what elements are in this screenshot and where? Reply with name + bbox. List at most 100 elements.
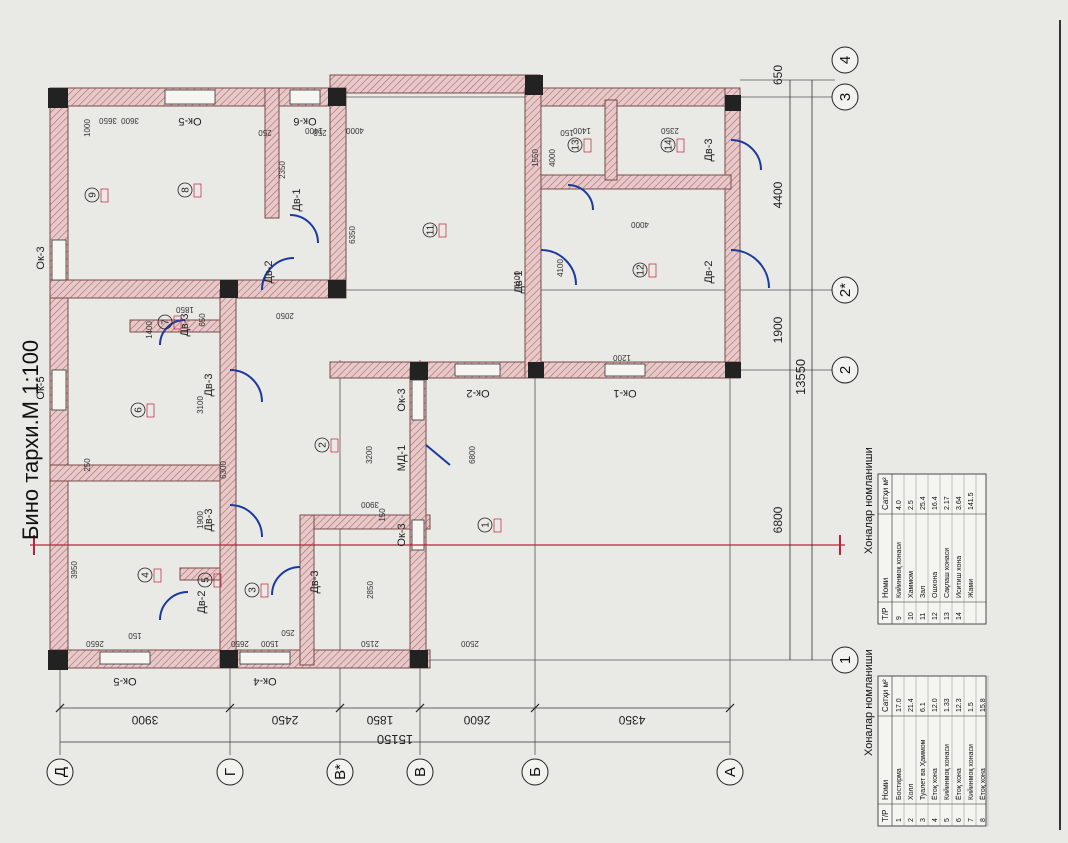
door-label-1: Дв-3 xyxy=(309,570,321,593)
table-cell: 16.4 xyxy=(932,496,939,510)
room-marker-6: 6 xyxy=(130,402,155,418)
inner-dim-33: 150 xyxy=(378,508,387,522)
table-cell: Зал xyxy=(920,586,927,598)
table-cell: 10 xyxy=(908,612,915,620)
inner-dim-28: 3950 xyxy=(70,561,79,579)
dim-right-2: 4400 xyxy=(771,181,785,208)
room-number: 7 xyxy=(161,319,172,325)
room-marker-9: 9 xyxy=(84,187,109,203)
room-number: 14 xyxy=(664,139,675,151)
inner-dim-25: 1200 xyxy=(613,353,631,362)
inner-dim-29: 3600 xyxy=(121,116,139,125)
room-number: 4 xyxy=(141,572,152,578)
room-marker-5: 5 xyxy=(197,572,222,588)
dim-tick xyxy=(415,703,425,713)
window-label-6: Ок-3 xyxy=(396,388,408,411)
inner-dim-13: 2350 xyxy=(278,161,287,179)
inner-dim-31: 150 xyxy=(560,128,574,137)
table-cell: 5 xyxy=(944,818,951,822)
table-cell: 1.33 xyxy=(944,698,951,712)
table-cell: 15.8 xyxy=(980,698,987,712)
table-cell: 8 xyxy=(980,818,987,822)
inner-dim-11: 1900 xyxy=(196,511,205,529)
room-marker-1: 1 xyxy=(477,517,502,533)
axis-bubble-num-1: 2 xyxy=(831,356,859,384)
axis-number-label: 2 xyxy=(837,366,854,374)
room-marker-13: 13 xyxy=(567,137,592,153)
table-cell: Холл xyxy=(908,784,915,801)
door-label-6: Дв-1 xyxy=(291,188,303,211)
inner-dim-18: 4000 xyxy=(631,220,649,229)
table-header: Сатҳи м² xyxy=(881,477,890,510)
inner-dim-36: 6350 xyxy=(348,226,357,244)
inner-dim-16: 1850 xyxy=(176,305,194,314)
inner-dim-38: 250 xyxy=(313,128,327,137)
inner-dim-17: 650 xyxy=(198,313,207,327)
room-number: 13 xyxy=(571,139,582,151)
window-label-2: Ок-3 xyxy=(35,246,47,269)
table-cell: Кийинмоқ хонаси xyxy=(943,744,951,800)
dim-tick xyxy=(225,703,235,713)
table-cell: 12.0 xyxy=(932,698,939,712)
room-marker-12: 12 xyxy=(632,262,657,278)
inner-dim-2: 150 xyxy=(128,631,142,640)
inner-dim-22: 2350 xyxy=(661,126,679,135)
door-label-10: МД-1 xyxy=(396,445,408,471)
plan-title: Бино тархи.М 1:100 xyxy=(18,340,43,540)
table-cell: 13 xyxy=(944,612,951,620)
inner-dim-20: 1550 xyxy=(531,149,540,167)
table-cell: 12 xyxy=(932,612,939,620)
room-marker-14: 14 xyxy=(660,137,685,153)
table-cell: 17.0 xyxy=(896,698,903,712)
table-cell: 1 xyxy=(896,818,903,822)
table-cell: Хаммом xyxy=(908,571,915,598)
table-cell: Ётоқ хона xyxy=(955,768,963,800)
table-cell: 2.17 xyxy=(944,496,951,510)
axis-letter-label: Д xyxy=(52,767,69,777)
table-cell: 6.1 xyxy=(920,702,927,712)
window-label-5: Ок-6 xyxy=(293,115,316,127)
inner-dim-3: 1500 xyxy=(261,639,279,648)
inner-dim-1: 2650 xyxy=(231,639,249,648)
inner-dim-21: 1400 xyxy=(573,126,591,135)
table-cell: 141.5 xyxy=(968,492,975,510)
inner-dim-26: 3200 xyxy=(365,446,374,464)
axis-bubble-num-2: 2* xyxy=(831,276,859,304)
table1-title: Хоналар номланиши xyxy=(863,649,875,756)
room-number: 11 xyxy=(426,224,437,235)
axis-letter-label: А xyxy=(722,767,739,777)
table-cell: Кийинмоқ хонаси xyxy=(967,744,975,800)
inner-dim-12: 1400 xyxy=(145,321,154,339)
axis-number-label: 2* xyxy=(837,283,854,297)
room-number: 6 xyxy=(134,407,145,413)
door-label-3: Дв-3 xyxy=(203,373,215,396)
door-label-2: Дв-3 xyxy=(203,508,215,531)
inner-dim-6: 4100 xyxy=(513,271,522,289)
table2-title: Хоналар номланиши xyxy=(863,447,875,554)
room-number: 1 xyxy=(481,522,492,528)
axis-bubble-4: Б xyxy=(521,758,549,786)
dim-bottom-2: 1850 xyxy=(366,713,393,727)
table-cell: 25.4 xyxy=(920,496,927,510)
axis-letter-label: Б xyxy=(527,767,544,777)
dim-tick xyxy=(335,703,345,713)
inner-dim-19: 6800 xyxy=(468,446,477,464)
dim-bottom-total: 15150 xyxy=(377,732,413,747)
door-label-0: Дв-2 xyxy=(196,590,208,613)
section-marks xyxy=(33,535,841,555)
table-header: Сатҳи м² xyxy=(881,679,890,712)
axis-number-label: 1 xyxy=(837,656,854,664)
